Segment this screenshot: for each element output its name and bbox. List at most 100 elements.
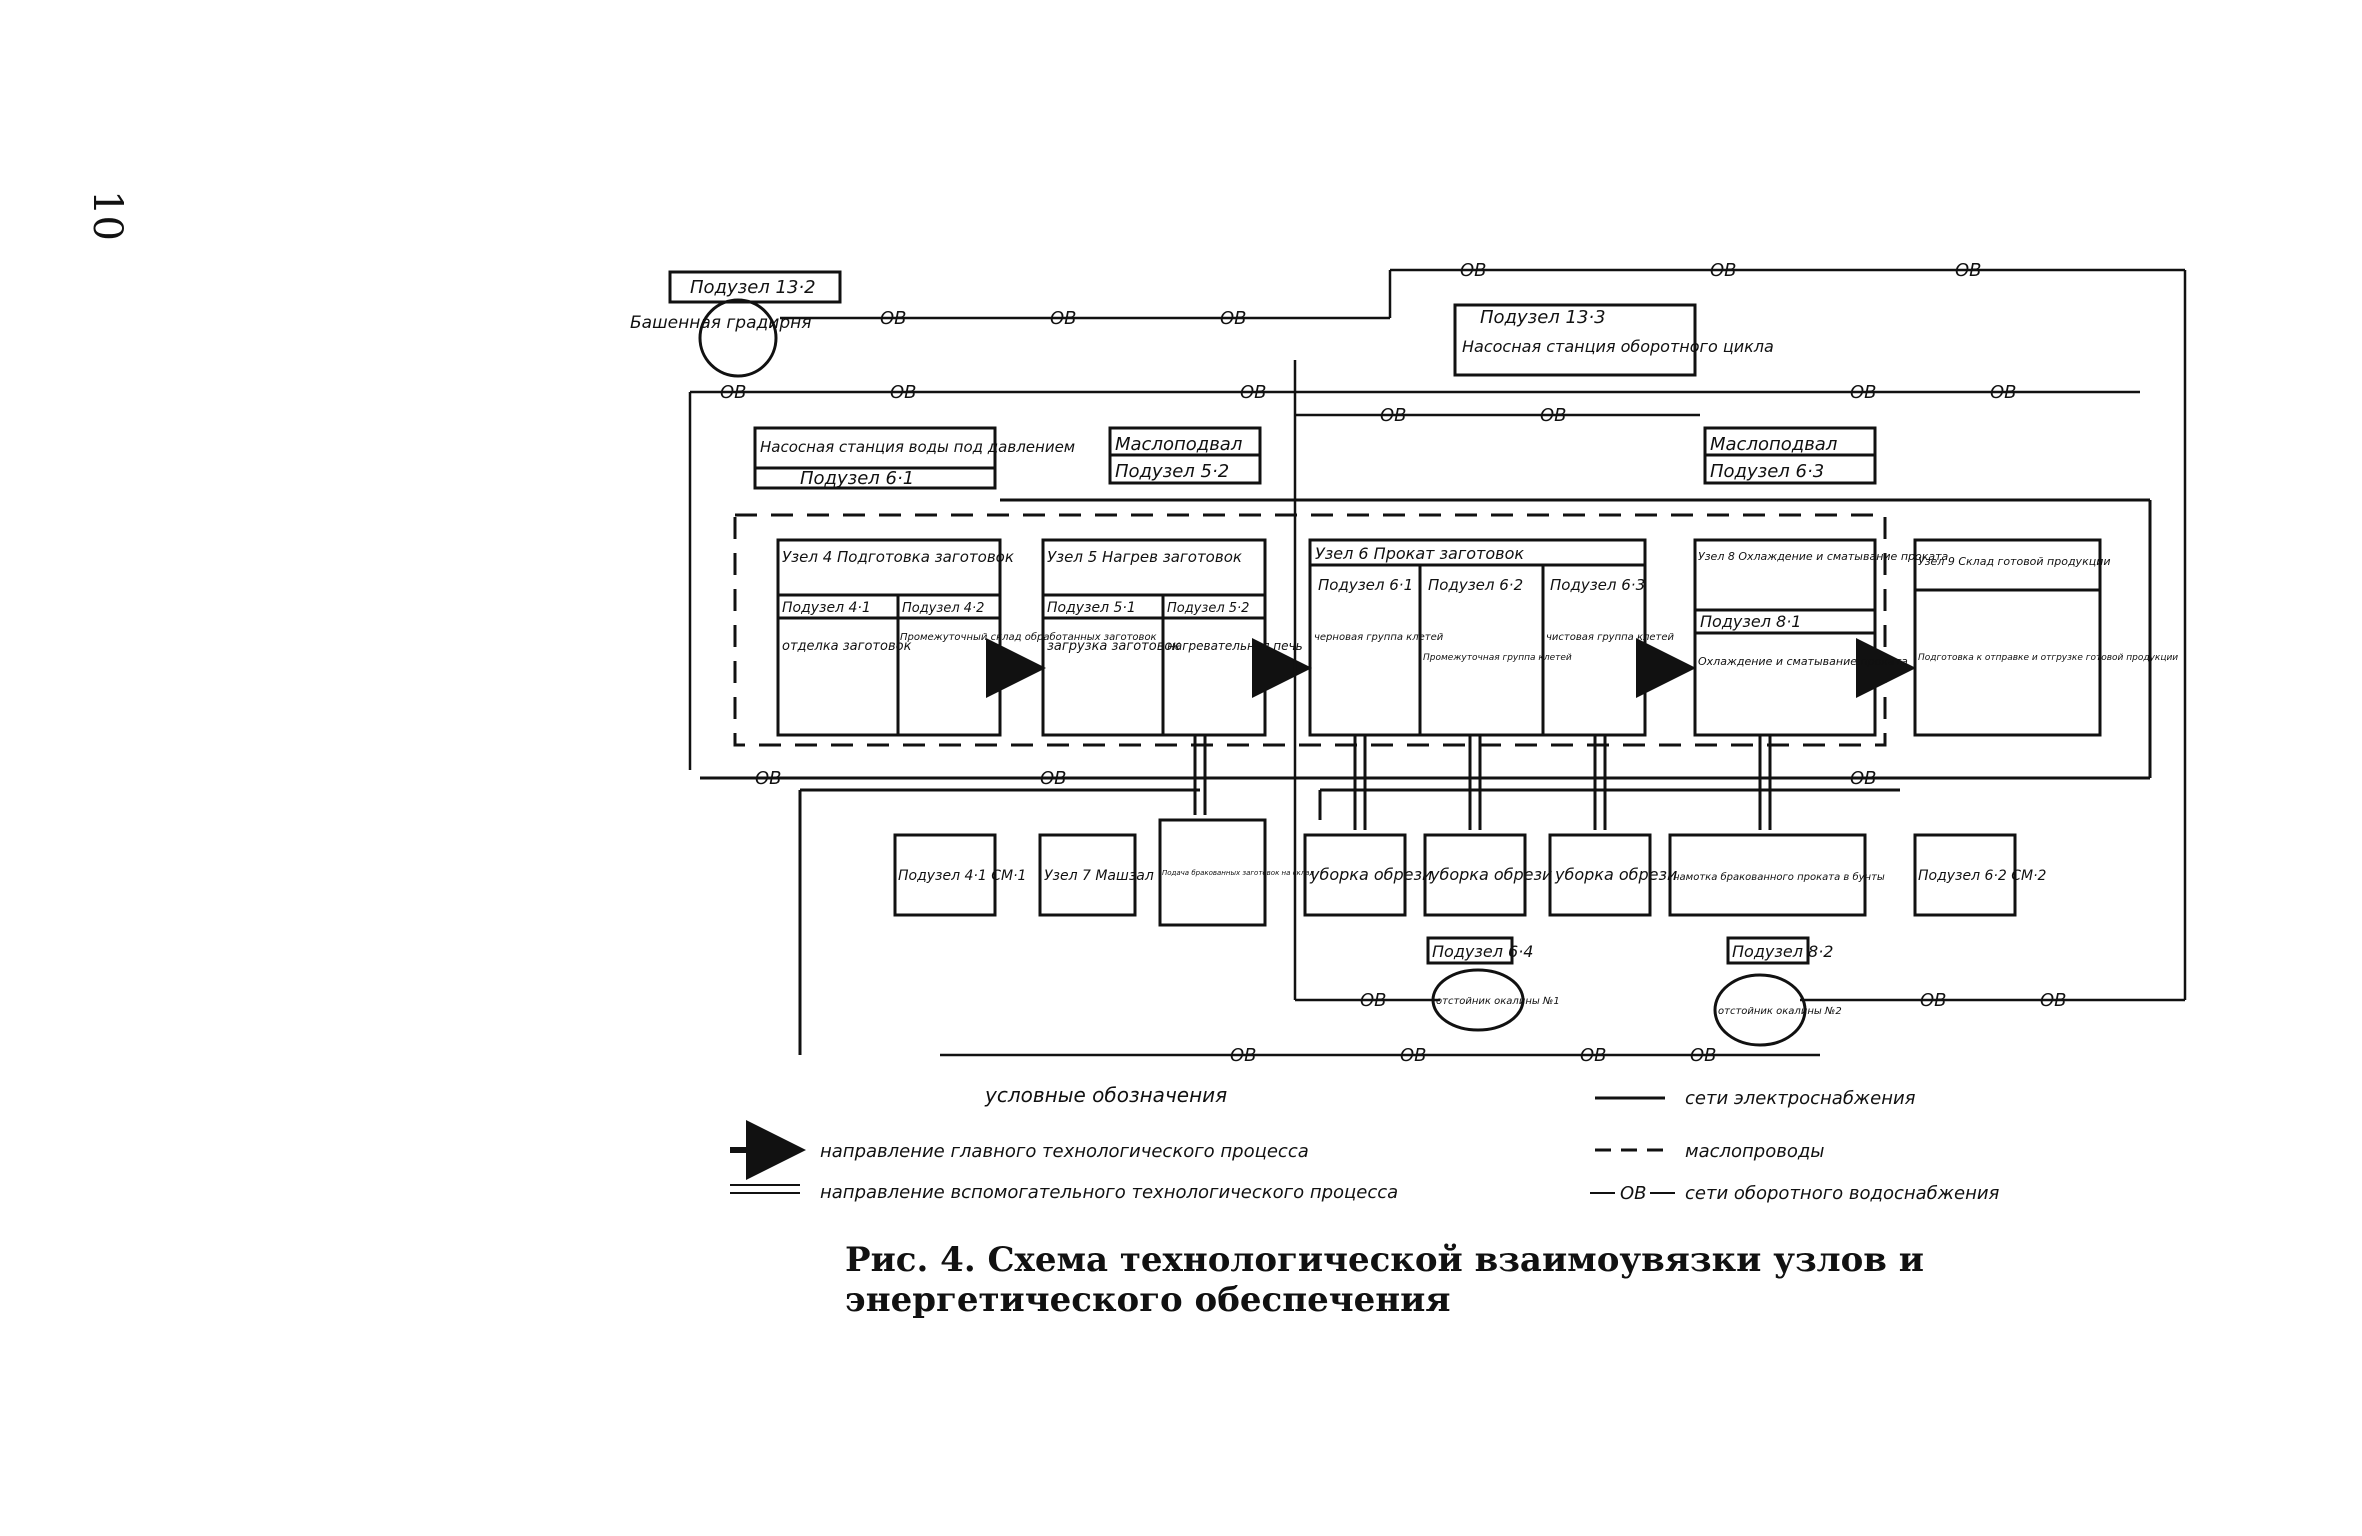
box-pod6-4: [1426, 936, 1514, 965]
pipe-label: ОВ: [1040, 768, 1067, 789]
pipe-label: ОВ: [1380, 405, 1407, 426]
figure-caption: Рис. 4. Схема технологической взаимоувяз…: [845, 1240, 1924, 1320]
box-pod13-3: [1453, 303, 1697, 377]
aux-arrows: [1193, 735, 1772, 830]
pipe-label: ОВ: [1240, 382, 1267, 403]
box-pod4-1-sm: [893, 833, 997, 917]
node6-sub3: Подузел 6·3: [1550, 576, 1645, 594]
pipe-label: ОВ: [1220, 308, 1247, 329]
oil-loop: [733, 513, 1887, 747]
pipe-label: ОВ: [720, 382, 747, 403]
pipe-label: ОВ: [1050, 308, 1077, 329]
pipe-label: ОВ: [1850, 382, 1877, 403]
pod8-2-label: Подузел 8·2: [1732, 942, 1833, 961]
coil-label: намотка бракованного проката в бунты: [1673, 871, 1885, 883]
label-pod13-2: Подузел 13·2: [690, 277, 816, 298]
scrap1-label: уборка обрези: [1309, 865, 1432, 884]
legend-main-process: направление главного технологического пр…: [820, 1141, 1309, 1162]
box-pod8-2: [1726, 936, 1810, 965]
node9-title: Узел 9 Склад готовой продукции: [1918, 555, 2111, 568]
legend-water-symbol: ОВ: [1620, 1183, 1647, 1204]
settler1-label: отстойник окалины №1: [1436, 996, 1560, 1007]
pipe-label: ОВ: [1850, 768, 1877, 789]
label-pod13-3-title: Подузел 13·3: [1480, 307, 1606, 328]
legend-water: сети оборотного водоснабжения: [1685, 1183, 2000, 1204]
box-node7: [1038, 833, 1137, 917]
node4-title: Узел 4 Подготовка заготовок: [782, 548, 1014, 566]
node6-sub2: Подузел 6·2: [1428, 576, 1523, 594]
node7-label: Узел 7 Машзал: [1044, 868, 1154, 884]
pump-station-sub: Подузел 6·1: [800, 468, 914, 489]
box-node5: [1041, 538, 1267, 737]
pipe-label: ОВ: [755, 768, 782, 789]
node5-sub2: Подузел 5·2: [1167, 601, 1249, 616]
scrap3-label: уборка обрези: [1554, 865, 1677, 884]
label-tower: Башенная градирня: [630, 313, 811, 333]
pod4-1-sm-label: Подузел 4·1 СМ·1: [898, 868, 1026, 884]
settler1-symbol: [1431, 968, 1525, 1032]
oil-cellar-5-title: Маслоподвал: [1115, 434, 1242, 455]
legend-power: сети электроснабжения: [1685, 1088, 1916, 1109]
scrap2-label: уборка обрези: [1429, 865, 1552, 884]
legend-symbols: [730, 1096, 1675, 1194]
box-scrap2: [1423, 833, 1527, 917]
pod6-4-label: Подузел 6·4: [1432, 942, 1533, 961]
node5-sub1-body: загрузка заготовок: [1047, 639, 1180, 654]
node6-sub2-body: Промежуточная группа клетей: [1423, 653, 1572, 663]
tower-symbol: [698, 298, 778, 378]
water-loop: [688, 268, 2187, 1057]
box-node6: [1308, 538, 1647, 737]
pipe-label: ОВ: [1230, 1045, 1257, 1066]
node4-sub2-body: Промежуточный склад обработанных заготов…: [900, 631, 1157, 643]
settler2-symbol: [1713, 973, 1807, 1047]
legend-aux-process: направление вспомогательного технологиче…: [820, 1182, 1398, 1203]
pipe-label: ОВ: [2040, 990, 2067, 1011]
pump-station-title: Насосная станция воды под давлением: [760, 438, 1075, 456]
node8-sub1: Подузел 8·1: [1700, 612, 1801, 631]
node5-sub1: Подузел 5·1: [1047, 600, 1136, 616]
box-pump-station: [753, 426, 997, 490]
node9-body: Подготовка к отправке и отгрузке готовой…: [1918, 653, 2178, 663]
box-reject-feed: [1158, 818, 1267, 927]
pipe-label: ОВ: [1460, 260, 1487, 281]
oil-cellar-6-title: Маслоподвал: [1710, 434, 1837, 455]
node8-sub1-body: Охлаждение и сматывание проката: [1698, 655, 1908, 668]
oil-cellar-6-sub: Подузел 6·3: [1710, 461, 1824, 482]
pipe-label: ОВ: [1920, 990, 1947, 1011]
box-scrap3: [1548, 833, 1652, 917]
label-pod13-3-body: Насосная станция оборотного цикла: [1462, 337, 1774, 356]
box-node4: [776, 538, 1002, 737]
pipe-label: ОВ: [1580, 1045, 1607, 1066]
node6-sub3-body: чистовая группа клетей: [1546, 632, 1675, 643]
node4-sub1: Подузел 4·1: [782, 600, 871, 616]
pipe-label: ОВ: [1540, 405, 1567, 426]
legend-oil: маслопроводы: [1685, 1141, 1825, 1162]
box-pod13-2: [668, 270, 842, 304]
pipe-label: ОВ: [1990, 382, 2017, 403]
pod6-2-sm-label: Подузел 6·2 СМ·2: [1918, 868, 2047, 884]
node6-title: Узел 6 Прокат заготовок: [1315, 544, 1524, 563]
node6-sub1-body: черновая группа клетей: [1314, 632, 1444, 643]
node4-sub1-body: отделка заготовок: [782, 639, 912, 654]
pipe-label: ОВ: [1955, 260, 1982, 281]
pipe-label: ОВ: [1710, 260, 1737, 281]
reject-feed-label: Подача бракованных заготовок на склад: [1162, 869, 1314, 877]
pipe-label: ОВ: [880, 308, 907, 329]
box-scrap1: [1303, 833, 1407, 917]
pipe-label: ОВ: [1690, 1045, 1717, 1066]
box-node9: [1913, 538, 2102, 737]
node8-title: Узел 8 Охлаждение и сматывание проката: [1698, 550, 1949, 563]
box-pod6-2-sm: [1913, 833, 2017, 917]
node6-sub1: Подузел 6·1: [1318, 576, 1413, 594]
node5-sub2-body: нагревательная печь: [1167, 639, 1303, 653]
pipe-label: ОВ: [1360, 990, 1387, 1011]
pipe-label: ОВ: [1400, 1045, 1427, 1066]
node4-sub2: Подузел 4·2: [902, 601, 984, 616]
node5-title: Узел 5 Нагрев заготовок: [1047, 548, 1242, 566]
settler2-label: отстойник окалины №2: [1718, 1006, 1842, 1017]
box-coil: [1668, 833, 1867, 917]
box-node8: [1693, 538, 1877, 737]
power-bus: [700, 498, 2152, 1055]
oil-cellar-5-sub: Подузел 5·2: [1115, 461, 1229, 482]
